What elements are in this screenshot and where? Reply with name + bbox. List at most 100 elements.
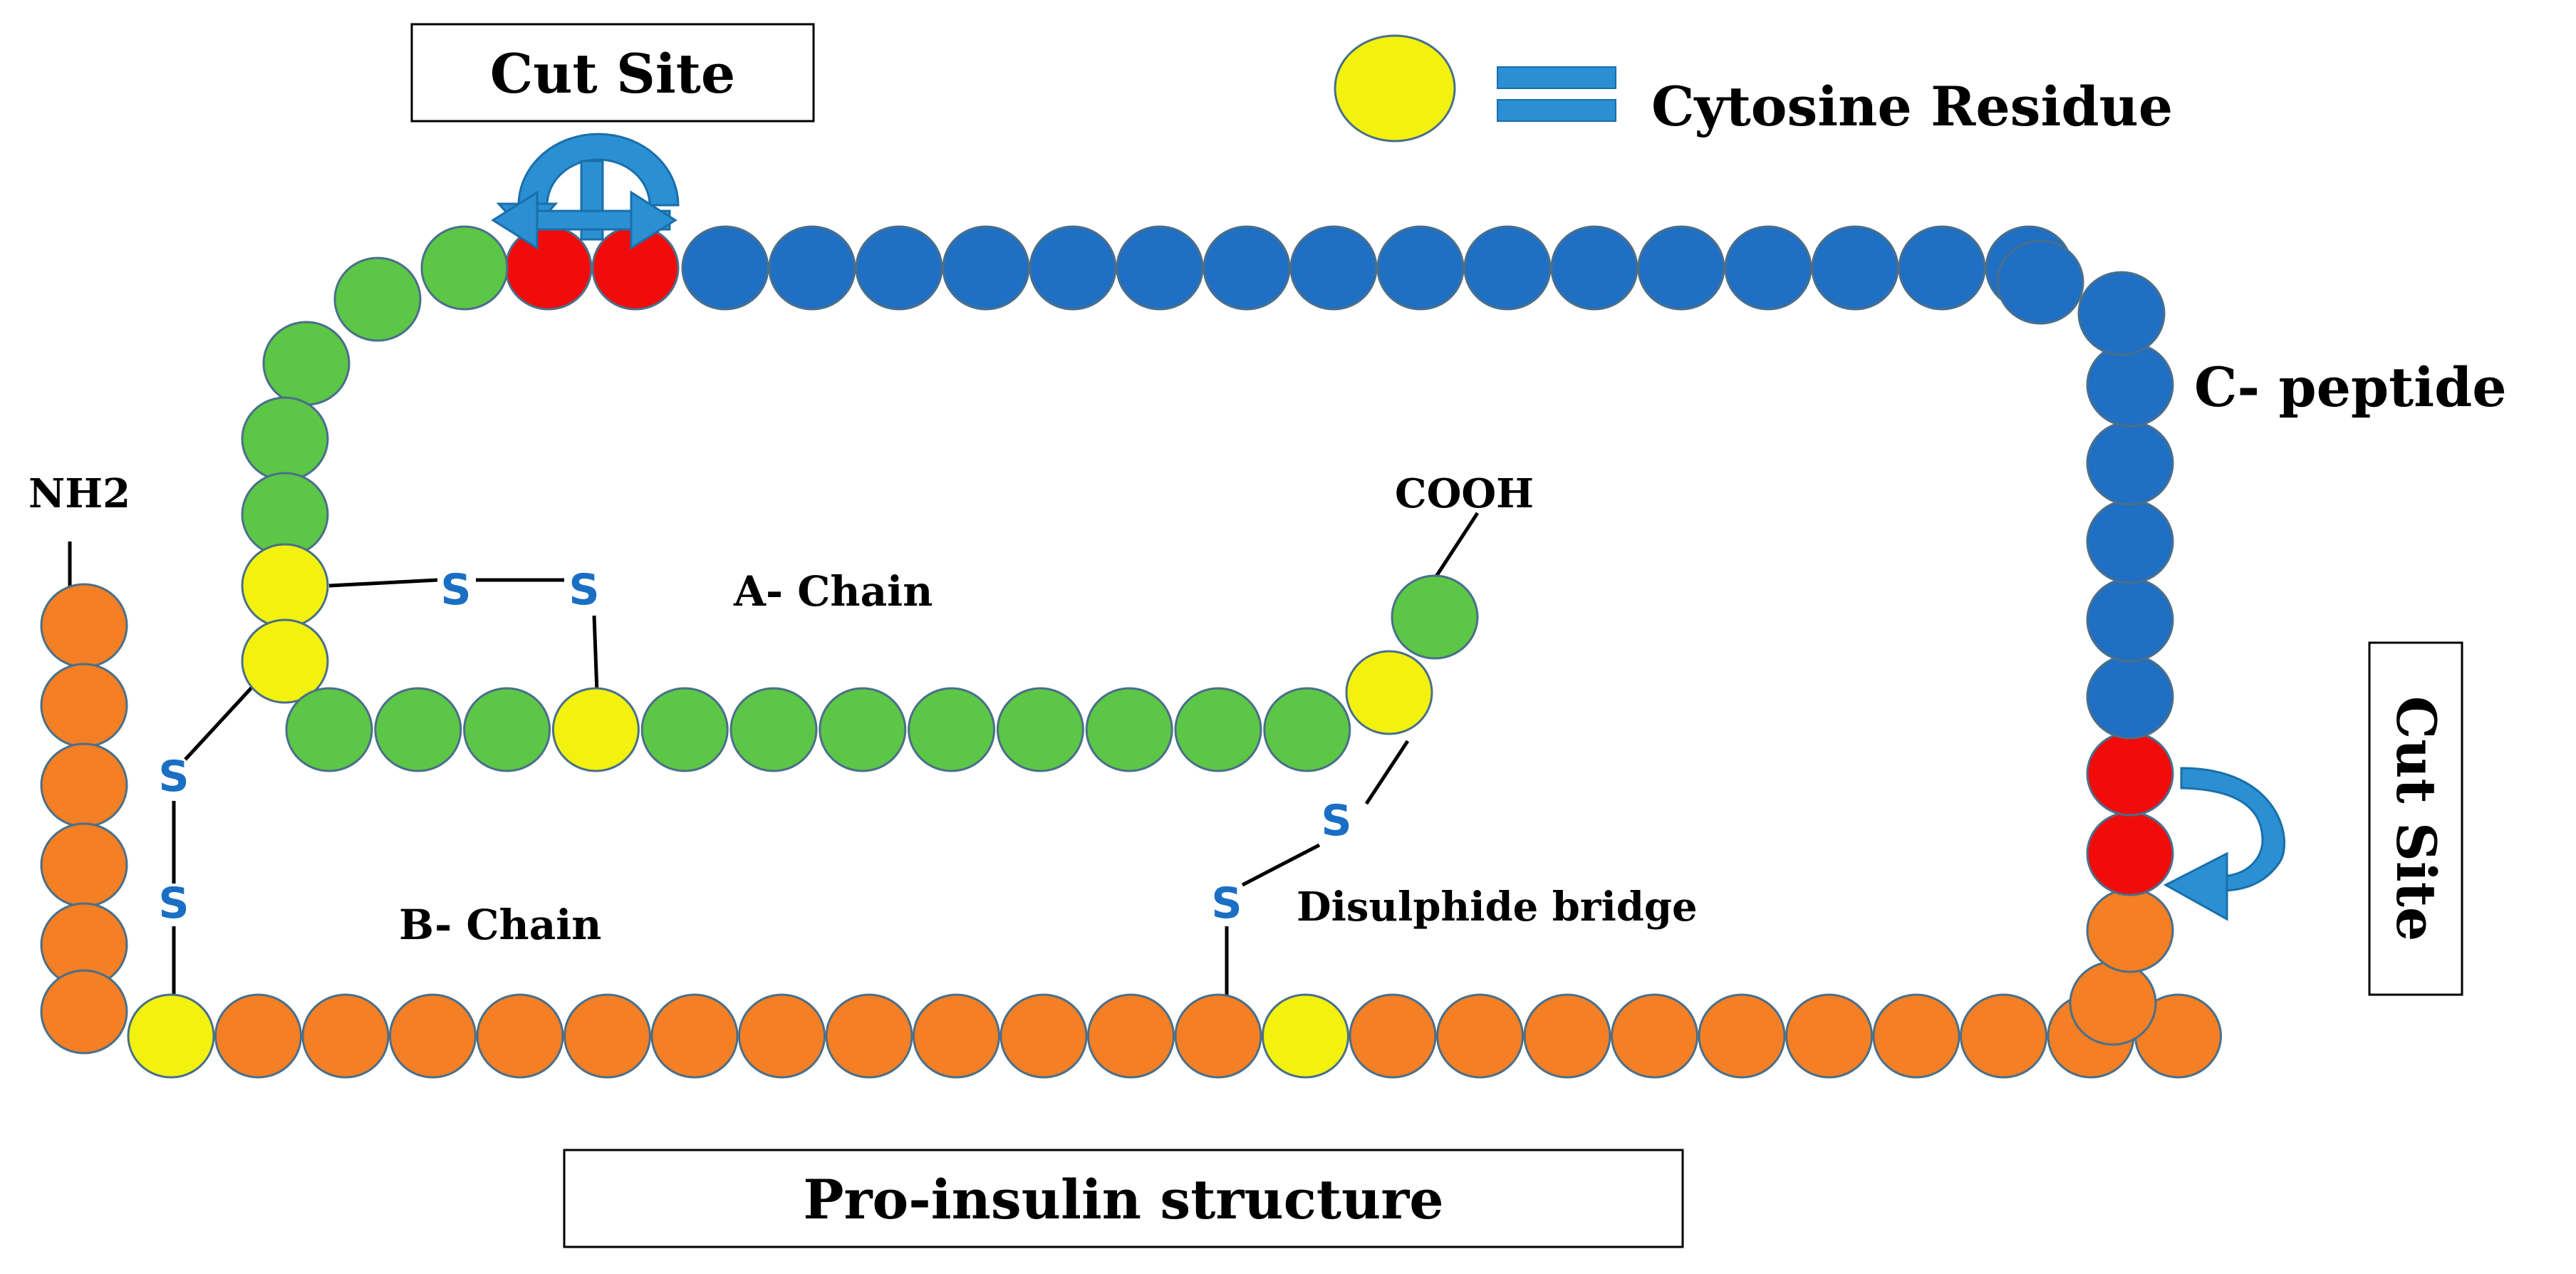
b-chain-residue	[1872, 993, 1960, 1079]
c-peptide-residue	[1203, 225, 1291, 311]
c-peptide-residue	[1898, 225, 1986, 311]
bond-line	[592, 615, 599, 693]
b-chain-residue	[1698, 993, 1786, 1079]
legend-cysteine-bead-icon	[1334, 34, 1456, 143]
b-chain-residue	[1436, 993, 1524, 1079]
title-box: Pro-insulin structure	[563, 1149, 1684, 1248]
b-chain-residue	[40, 969, 128, 1055]
b-chain-residue	[1087, 993, 1175, 1079]
c-peptide-residue	[1463, 225, 1552, 311]
bond-lines	[68, 512, 1480, 998]
b-chain-residue	[738, 993, 826, 1079]
c-peptide-residue	[2086, 342, 2174, 428]
a-chain-residue	[1263, 687, 1351, 772]
c-peptide-residue	[768, 225, 856, 311]
c-peptide-residue	[1289, 225, 1378, 311]
c-peptide-residue	[1724, 225, 1812, 311]
c-peptide-residue	[1996, 239, 2084, 325]
residue-beads	[40, 225, 2222, 1079]
cysteine-residue	[241, 543, 329, 628]
cut-site-residue	[504, 225, 593, 311]
c-peptide-residue	[855, 225, 943, 311]
cysteine-residue	[551, 687, 640, 772]
right-cut-arrowhead-icon	[2163, 851, 2228, 921]
a-chain-residue	[640, 687, 729, 772]
cysteine-residue	[1262, 993, 1349, 1079]
cut-site-residue	[2086, 731, 2174, 817]
cysteine-residue	[1345, 650, 1433, 735]
legend: Cytosine Residue	[1334, 34, 2173, 143]
a-chain-residue	[819, 687, 907, 772]
b-chain-residue	[999, 993, 1088, 1079]
sulfur-label: S	[568, 565, 599, 615]
a-chain-label: A- Chain	[733, 567, 933, 616]
top-cut-double-arrow-icon	[491, 160, 677, 250]
a-chain-residue	[1391, 574, 1479, 660]
c-peptide-residue	[2086, 420, 2174, 506]
nh2-terminus-label: NH2	[28, 470, 130, 517]
b-chain-residue	[214, 993, 302, 1079]
a-chain-residue	[1085, 687, 1173, 772]
b-chain-residue	[301, 993, 390, 1079]
legend-equals-bar-top-icon	[1497, 66, 1616, 89]
a-chain-residue	[996, 687, 1084, 772]
diagram-title: Pro-insulin structure	[803, 1168, 1443, 1231]
b-chain-residue	[1349, 993, 1437, 1079]
sulfur-label: S	[1321, 796, 1351, 846]
a-chain-residue	[1174, 687, 1262, 772]
b-chain-residue	[40, 742, 128, 828]
a-chain-residue	[729, 687, 818, 772]
b-chain-residue	[1611, 993, 1698, 1079]
b-chain-residue	[40, 822, 128, 908]
bond-line	[1433, 512, 1480, 580]
bond-line	[1364, 740, 1410, 805]
c-peptide-residue	[942, 225, 1030, 311]
legend-equals-bar-bottom-icon	[1497, 99, 1616, 122]
b-chain-residue	[913, 993, 1000, 1079]
a-chain-residue	[420, 225, 509, 311]
bond-line	[328, 578, 438, 588]
c-peptide-residue	[1376, 225, 1465, 311]
a-chain-residue	[463, 687, 551, 772]
b-chain-residue	[476, 993, 564, 1079]
sulfur-label: S	[158, 752, 189, 802]
b-chain-residue	[389, 993, 477, 1079]
a-chain-residue	[374, 687, 462, 772]
right-cut-site-label: Cut Site	[2384, 696, 2448, 942]
b-chain-residue	[2086, 888, 2174, 973]
c-peptide-residue	[2086, 654, 2174, 740]
cooh-terminus-label: COOH	[1395, 470, 1534, 517]
c-peptide-residue	[1550, 225, 1638, 311]
b-chain-residue	[1523, 993, 1611, 1079]
b-chain-residue	[564, 993, 651, 1079]
c-peptide-residue	[1637, 225, 1725, 311]
a-chain-residue	[241, 396, 329, 482]
cut-site-residue	[2086, 811, 2174, 896]
cut-arrows	[491, 133, 2285, 921]
c-peptide-residue	[1116, 225, 1204, 311]
b-chain-residue	[1785, 993, 1873, 1079]
c-peptide-residue	[681, 225, 769, 311]
a-chain-residue	[333, 257, 422, 342]
b-chain-residue	[825, 993, 913, 1079]
sulfur-label: S	[440, 565, 471, 615]
b-chain-residue	[1174, 993, 1262, 1079]
sulfur-label: S	[158, 879, 189, 928]
sulfur-label: S	[1211, 879, 1242, 928]
c-peptide-residue	[1811, 225, 1899, 311]
legend-label: Cytosine Residue	[1651, 75, 2173, 138]
a-chain-residue	[262, 321, 350, 406]
right-cut-site-box: Cut Site	[2368, 641, 2463, 996]
c-peptide-residue	[2077, 271, 2166, 356]
top-cut-site-box: Cut Site	[410, 23, 815, 123]
top-cut-site-label: Cut Site	[490, 42, 736, 105]
bond-line	[184, 684, 255, 761]
a-chain-residue	[908, 687, 996, 772]
b-chain-residue	[40, 583, 128, 668]
cysteine-residue	[241, 618, 329, 704]
b-chain-label: B- Chain	[399, 901, 601, 949]
b-chain-residue	[40, 663, 128, 748]
c-peptide-label: C- peptide	[2194, 356, 2507, 419]
